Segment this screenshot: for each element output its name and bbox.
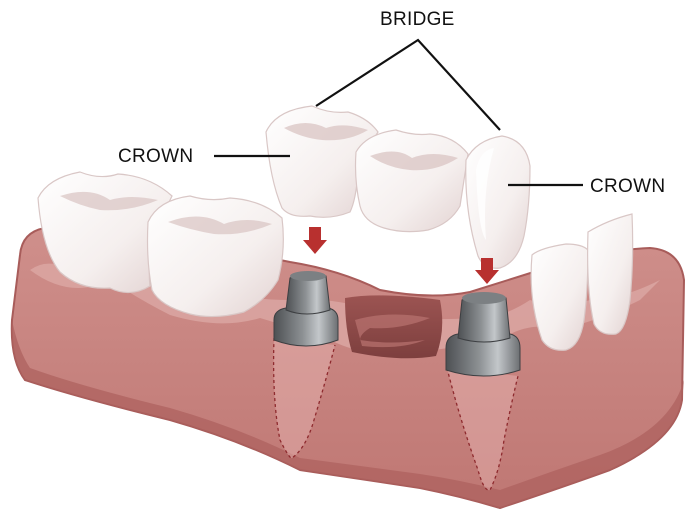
root-left — [272, 337, 336, 459]
implant-left — [273, 271, 339, 347]
socket-highlight — [355, 314, 430, 348]
root-right — [446, 367, 519, 491]
incisor-right-2 — [587, 213, 634, 335]
bridge-pontic — [354, 129, 469, 233]
implant-roots — [272, 337, 519, 491]
bridge-crown-right — [465, 135, 531, 269]
implant-right — [445, 292, 521, 377]
bridge-label: BRIDGE — [380, 9, 455, 30]
bridge-leader — [315, 38, 501, 131]
leader-lines — [214, 38, 583, 187]
crown-right-label: CROWN — [590, 176, 666, 197]
crown-left-label: CROWN — [118, 146, 194, 167]
bridge — [265, 105, 531, 269]
bridge-crown-left — [265, 105, 379, 218]
down-arrow-icon — [475, 258, 499, 284]
molar-left-2 — [146, 195, 284, 318]
gum-bottom-shadow — [11, 320, 684, 508]
molar-left-1 — [37, 171, 173, 294]
down-arrow-icon — [303, 227, 327, 254]
incisor-right-1 — [530, 243, 589, 351]
